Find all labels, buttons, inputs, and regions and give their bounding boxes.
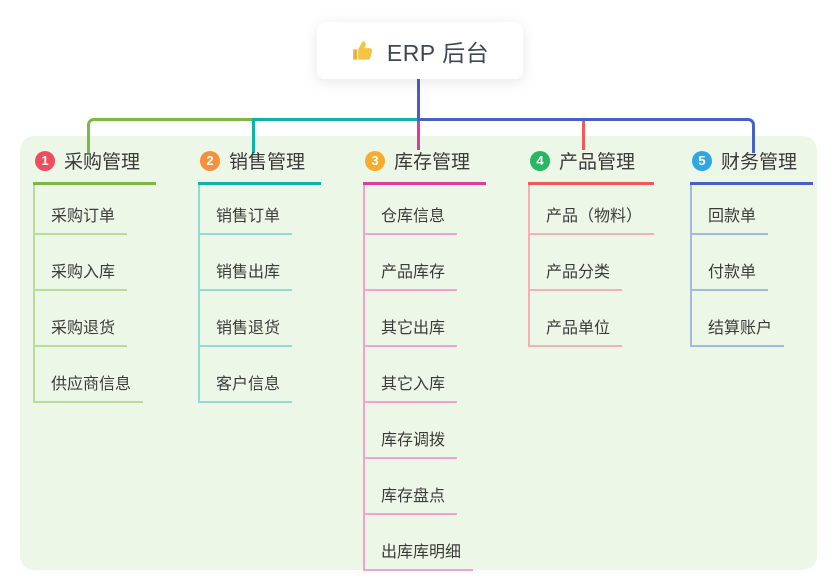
branch-node-4[interactable]: 4 产品管理 [528,147,655,185]
child-label: 采购入库 [35,262,128,291]
connector-root-vertical [417,79,420,121]
branch-column-3: 3 库存管理 仓库信息 产品库存 其它出库 其它入库 库存调拨 库存盘点 出库库… [363,147,486,571]
branch-number-badge: 5 [692,150,712,171]
thumbs-up-icon [351,38,377,64]
branch-label: 库存管理 [394,152,471,173]
child-label: 产品单位 [530,318,623,347]
child-node[interactable]: 回款单 [690,185,769,235]
child-node[interactable]: 结算账户 [690,291,785,347]
branch-children: 回款单 付款单 结算账户 [690,185,813,347]
child-node[interactable]: 其它入库 [363,347,458,403]
branch-column-2: 2 销售管理 销售订单 销售出库 销售退货 客户信息 [198,147,321,403]
child-label: 产品库存 [365,262,458,291]
child-label: 销售出库 [200,262,293,291]
child-label: 产品分类 [530,262,623,291]
branch-number-badge: 1 [35,150,55,171]
child-node[interactable]: 销售订单 [198,185,293,235]
branch-node-2[interactable]: 2 销售管理 [198,147,321,185]
child-node[interactable]: 客户信息 [198,347,293,403]
branch-children: 销售订单 销售出库 销售退货 客户信息 [198,185,321,403]
child-node[interactable]: 产品单位 [528,291,623,347]
child-label: 库存盘点 [365,486,458,515]
child-label: 出库库明细 [365,542,474,571]
child-node[interactable]: 采购订单 [33,185,128,235]
branch-number-badge: 3 [365,150,385,171]
child-node[interactable]: 库存盘点 [363,459,458,515]
child-node[interactable]: 产品分类 [528,235,623,291]
child-label: 回款单 [692,206,769,235]
branch-children: 采购订单 采购入库 采购退货 供应商信息 [33,185,156,403]
branch-node-1[interactable]: 1 采购管理 [33,147,156,185]
child-label: 产品（物料） [530,206,655,235]
child-node[interactable]: 其它出库 [363,291,458,347]
branch-label: 财务管理 [721,152,798,173]
child-node[interactable]: 产品（物料） [528,185,655,235]
child-label: 供应商信息 [35,374,144,403]
branch-children: 产品（物料） 产品分类 产品单位 [528,185,655,347]
root-title: ERP 后台 [386,39,490,66]
branch-column-5: 5 财务管理 回款单 付款单 结算账户 [690,147,813,347]
branch-label: 采购管理 [64,152,141,173]
branch-node-5[interactable]: 5 财务管理 [690,147,813,185]
child-label: 销售订单 [200,206,293,235]
child-label: 仓库信息 [365,206,458,235]
child-label: 销售退货 [200,318,293,347]
branch-number-badge: 2 [200,150,220,171]
child-node[interactable]: 采购入库 [33,235,128,291]
child-label: 其它出库 [365,318,458,347]
child-label: 结算账户 [692,318,785,347]
child-label: 采购订单 [35,206,128,235]
branch-node-3[interactable]: 3 库存管理 [363,147,486,185]
child-node[interactable]: 库存调拨 [363,403,458,459]
child-node[interactable]: 出库库明细 [363,515,474,571]
child-node[interactable]: 付款单 [690,235,769,291]
root-node-erp[interactable]: ERP 后台 [317,22,523,79]
branch-label: 产品管理 [559,152,636,173]
branch-number-badge: 4 [530,150,550,171]
child-label: 付款单 [692,262,769,291]
branch-column-4: 4 产品管理 产品（物料） 产品分类 产品单位 [528,147,655,347]
child-node[interactable]: 供应商信息 [33,347,144,403]
child-label: 库存调拨 [365,430,458,459]
child-node[interactable]: 仓库信息 [363,185,458,235]
branch-label: 销售管理 [229,152,306,173]
child-node[interactable]: 销售退货 [198,291,293,347]
branch-column-1: 1 采购管理 采购订单 采购入库 采购退货 供应商信息 [33,147,156,403]
child-label: 采购退货 [35,318,128,347]
child-node[interactable]: 采购退货 [33,291,128,347]
branch-children: 仓库信息 产品库存 其它出库 其它入库 库存调拨 库存盘点 出库库明细 [363,185,486,571]
child-node[interactable]: 销售出库 [198,235,293,291]
child-label: 其它入库 [365,374,458,403]
child-label: 客户信息 [200,374,293,403]
child-node[interactable]: 产品库存 [363,235,458,291]
mindmap-panel [20,136,817,570]
